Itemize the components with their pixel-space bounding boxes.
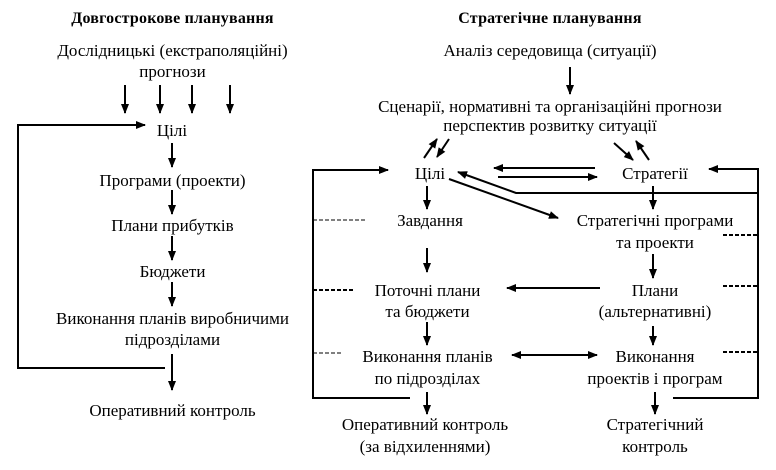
left-strategic-feedback-loop xyxy=(312,166,410,399)
strategic-programs-line1: Стратегічні програми xyxy=(576,211,734,230)
right-feedback-loop xyxy=(673,165,759,399)
strategic-programs-line2: та проекти xyxy=(616,233,694,252)
alt-plans-line2: (альтернативні) xyxy=(598,302,712,321)
unit-execution-line1: Виконання планів xyxy=(362,347,493,366)
scenarios-line2: перспектив розвитку ситуації xyxy=(443,116,657,135)
right-goals: Цілі xyxy=(414,164,446,183)
left-goals: Цілі xyxy=(156,121,188,140)
profit-plans: Плани прибутків xyxy=(111,216,234,235)
project-execution-line2: проектів і програм xyxy=(587,369,723,388)
strategies: Стратегії xyxy=(622,164,688,183)
scenarios-line1: Сценарії, нормативні та організаційні пр… xyxy=(378,97,722,116)
strategic-planning-title: Стратегічне планування xyxy=(458,10,642,27)
tasks: Завдання xyxy=(397,211,463,230)
arrow-feedback-to-goals xyxy=(457,171,758,194)
project-execution-line1: Виконання xyxy=(615,347,695,366)
strategic-control-line1: Стратегічний xyxy=(606,415,704,434)
budgets: Бюджети xyxy=(139,262,206,281)
execution-line1: Виконання планів виробничими xyxy=(56,309,289,328)
operational-control-line1: Оперативний контроль xyxy=(341,415,509,434)
alt-plans-line1: Плани xyxy=(631,281,679,300)
arrow-strategies-to-scenarios xyxy=(635,140,650,161)
arrow-goals-to-scenarios xyxy=(423,138,438,159)
environment-analysis: Аналіз середовища (ситуації) xyxy=(443,41,657,60)
arrow-scenarios-to-goals xyxy=(436,138,450,158)
programs-projects: Програми (проекти) xyxy=(99,171,246,190)
current-plans-line2: та бюджети xyxy=(385,302,470,321)
research-forecasts-line2: прогнози xyxy=(139,62,206,81)
arrow-goals-to-strategic-programs xyxy=(448,178,559,219)
operational-control-line2: (за відхиленнями) xyxy=(359,437,491,456)
research-forecasts-line1: Дослідницькі (екстраполяційні) xyxy=(57,41,288,60)
left-operational-control: Оперативний контроль xyxy=(89,401,256,420)
strategic-control-line2: контроль xyxy=(622,437,688,456)
left-feedback-loop xyxy=(17,121,165,369)
unit-execution-line2: по підрозділах xyxy=(374,369,481,388)
execution-line2: підрозділами xyxy=(124,330,221,349)
long-term-planning-title: Довгострокове планування xyxy=(71,10,274,27)
current-plans-line1: Поточні плани xyxy=(374,281,481,300)
arrow-scenarios-to-strategies xyxy=(613,142,634,161)
